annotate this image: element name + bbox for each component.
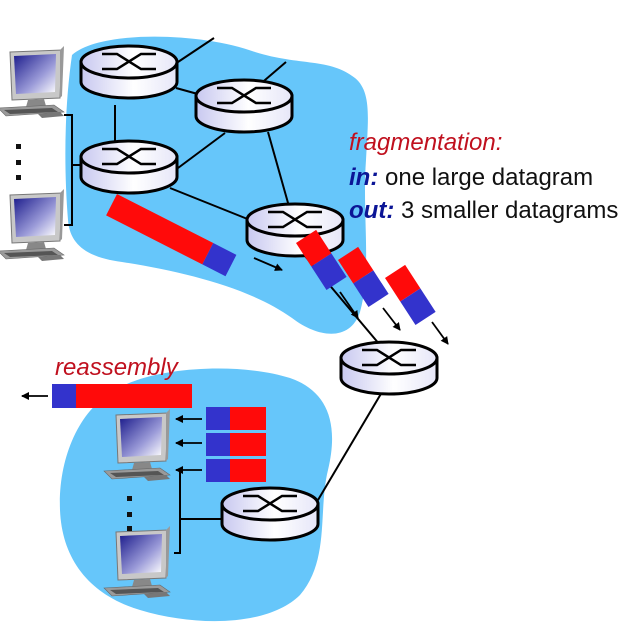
reassembly-label: reassembly [55, 354, 178, 381]
in-keyword: in: [349, 164, 379, 191]
fragment-received [206, 459, 266, 482]
router-icon [245, 202, 345, 258]
arrow-icon [382, 307, 401, 331]
large-datagram-in [106, 194, 237, 277]
arrow-icon [431, 321, 449, 345]
fragmentation-out-line: out: 3 smaller datagrams [349, 199, 618, 223]
router-icon [79, 139, 179, 195]
router-icon [220, 486, 320, 542]
router-icon [79, 44, 179, 100]
fragment-received [206, 433, 266, 456]
datagram-payload [106, 194, 214, 265]
fragmentation-title: fragmentation: [349, 129, 503, 156]
arrow-icon [253, 257, 283, 271]
datagram-header [202, 243, 237, 277]
fragment-out [296, 229, 347, 290]
fragment-out [385, 264, 436, 325]
router-icon [194, 78, 294, 134]
desktop-computer-icon [0, 188, 65, 262]
in-description: one large datagram [378, 164, 594, 191]
out-keyword: out: [349, 197, 395, 224]
reassembled-datagram [52, 384, 192, 408]
fragment-out [338, 246, 389, 307]
arrow-icon [339, 291, 359, 319]
router-icon [339, 340, 439, 396]
vertical-ellipsis-icon [127, 496, 132, 531]
desktop-computer-icon [0, 45, 65, 119]
fragmentation-in-line: in: one large datagram [349, 166, 593, 190]
links-destination [174, 391, 383, 554]
out-description: 3 smaller datagrams [394, 197, 619, 224]
datagram-payload [76, 384, 192, 408]
vertical-ellipsis-icon [16, 144, 21, 180]
datagram-header [52, 384, 76, 408]
fragment-received [206, 407, 266, 430]
